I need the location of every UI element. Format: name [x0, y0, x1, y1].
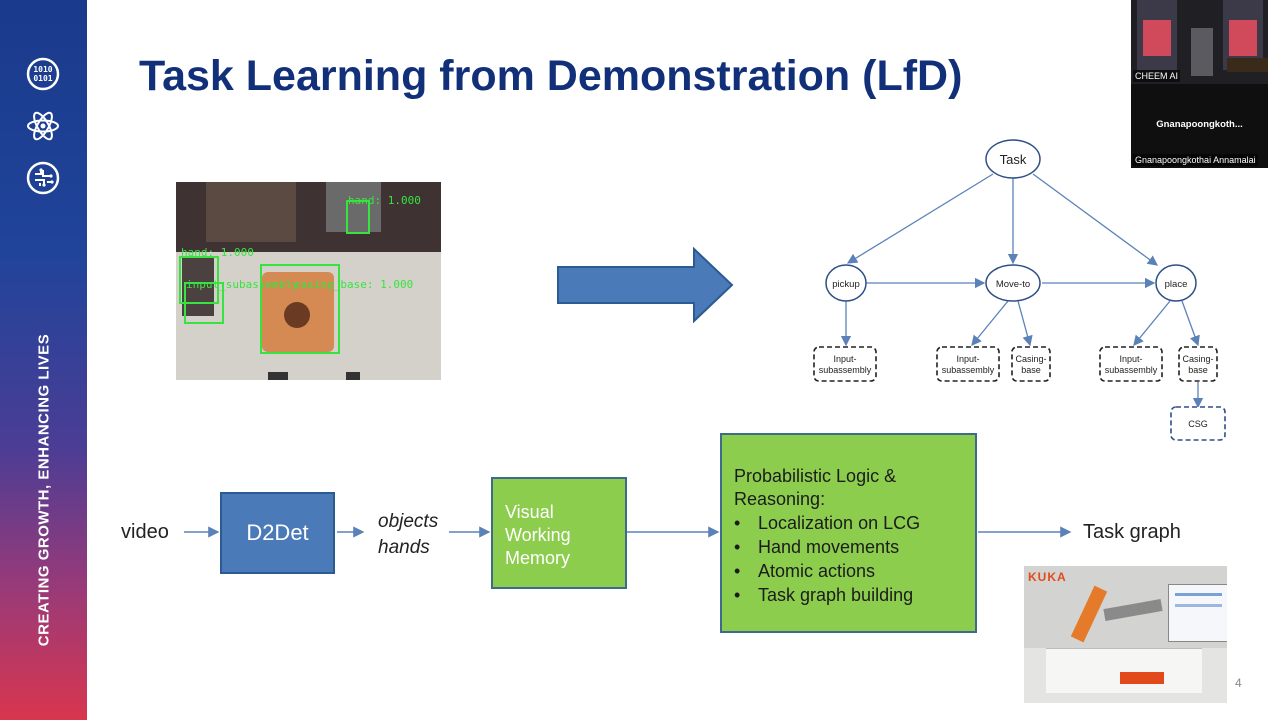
graph-leaf-label-line: Casing-	[1015, 354, 1046, 364]
graph-leaf-label-line: base	[1021, 365, 1041, 375]
d2det-box: D2Det	[220, 492, 335, 574]
graph-leaf-label-line: subassembly	[942, 365, 995, 375]
graph-node-task	[985, 139, 1041, 179]
outputs-hands: hands	[378, 537, 430, 558]
detection-label: hand: 1.000	[181, 246, 254, 259]
atom-icon	[27, 111, 59, 141]
detection-label: hand: 1.000	[348, 194, 421, 207]
svg-text:0101: 0101	[33, 74, 52, 83]
graph-edge	[1181, 300, 1200, 347]
graph-leaf-label-line: Casing-	[1182, 354, 1213, 364]
graph-edge	[1017, 300, 1033, 347]
detection-box-input-subassembly	[184, 282, 224, 324]
slide-title: Task Learning from Demonstration (LfD)	[139, 52, 963, 100]
banner-graphic	[1143, 20, 1171, 56]
photo-screen	[1168, 584, 1227, 642]
graph-leaf-node	[1011, 346, 1051, 382]
brand-sidebar: 1010 0101 CREATING GROWTH, ENHANCING LIV…	[0, 0, 87, 720]
outputs-objects: objects	[378, 511, 439, 532]
graph-edge	[1133, 300, 1171, 347]
graph-node-task-label: Task	[1000, 152, 1027, 167]
table-part	[1120, 672, 1164, 684]
graph-leaf-node	[936, 346, 1000, 382]
graph-leaf-label: Casing-base	[1015, 354, 1046, 375]
person-torso	[206, 182, 296, 242]
podium	[1227, 58, 1268, 72]
robot-table	[1046, 648, 1202, 693]
person-arm	[326, 182, 381, 232]
graph-leaf-label-line: Input-	[833, 354, 856, 364]
pipeline-outputs: objects hands	[378, 509, 438, 561]
graph-leaf-label: Casing-base	[1182, 354, 1213, 375]
detection-label: input_subassembly	[186, 278, 299, 291]
graph-node-move-to	[985, 264, 1041, 302]
graph-leaf-label: Input-subassembly	[819, 354, 872, 375]
detection-box-casing-base	[260, 264, 340, 354]
graph-edge	[1032, 173, 1159, 266]
graph-edge	[971, 300, 1009, 347]
graph-leaf-label-line: Input-	[956, 354, 979, 364]
graph-leaf-node	[1178, 346, 1218, 382]
casing-hole	[284, 302, 310, 328]
graph-leaf-label: Input-subassembly	[942, 354, 995, 375]
logic-item: Atomic actions	[734, 559, 975, 583]
svg-text:1010: 1010	[33, 65, 52, 74]
graph-node-label: Move-to	[996, 279, 1030, 290]
presenter-figure	[1191, 28, 1213, 76]
participant-name-center: Gnanapoongkoth...	[1156, 119, 1243, 130]
sidebar-slogan: CREATING GROWTH, ENHANCING LIVES	[35, 333, 53, 647]
logic-item: Localization on LCG	[734, 511, 975, 535]
graph-node-place	[1155, 264, 1197, 302]
presenter-video-tile[interactable]: CHEEM AI	[1131, 0, 1268, 84]
task-graph-diagram: Task pickup Move-to place Input-subassem…	[813, 139, 1226, 441]
pipeline-result-label: Task graph	[1083, 521, 1181, 543]
logic-list: Localization on LCG Hand movements Atomi…	[734, 511, 975, 607]
banner-graphic	[1229, 20, 1257, 56]
tool-object	[346, 372, 360, 380]
graph-leaf-csg	[1170, 406, 1226, 441]
participant-tile[interactable]: Gnanapoongkoth... Gnanapoongkothai Annam…	[1131, 84, 1268, 168]
presenter-tile-label: CHEEM AI	[1133, 70, 1181, 82]
visual-working-memory-box: Visual Working Memory	[491, 477, 627, 589]
graph-leaf-csg-label: CSG	[1188, 419, 1208, 429]
hand-object	[182, 256, 214, 316]
graph-node-label: place	[1165, 279, 1188, 290]
binary-icon: 1010 0101	[26, 57, 60, 91]
graph-node-label: pickup	[832, 279, 859, 290]
graph-leaf-label-line: subassembly	[1105, 365, 1158, 375]
logic-item: Task graph building	[734, 583, 975, 607]
detection-label: casing_base: 1.000	[294, 278, 414, 291]
graph-leaf-label-line: Input-	[1119, 354, 1142, 364]
detection-box-hand	[179, 256, 219, 304]
graph-leaf-node	[813, 346, 877, 382]
brain-circuit-icon	[26, 161, 60, 195]
graph-edge	[846, 173, 994, 264]
graph-node-pickup	[825, 264, 867, 302]
graph-leaf-label-line: subassembly	[819, 365, 872, 375]
detection-box-hand	[346, 200, 370, 234]
logic-title: Probabilistic Logic & Reasoning:	[734, 466, 897, 509]
detection-frame-image: hand: 1.000 hand: 1.000 input_subassembl…	[176, 182, 441, 380]
pipeline-input-label: video	[121, 521, 169, 543]
kuka-logo: KUKA	[1028, 570, 1067, 584]
robot-photo: KUKA	[1024, 566, 1227, 703]
participant-tile-label: Gnanapoongkothai Annamalai	[1133, 154, 1258, 166]
graph-leaf-label: Input-subassembly	[1105, 354, 1158, 375]
logic-item: Hand movements	[734, 535, 975, 559]
right-arrow-icon	[557, 246, 734, 324]
logic-reasoning-box: Probabilistic Logic & Reasoning: Localiz…	[720, 433, 977, 633]
tool-object	[268, 372, 288, 380]
page-number: 4	[1235, 676, 1242, 690]
graph-leaf-label-line: base	[1188, 365, 1208, 375]
graph-leaf-node	[1099, 346, 1163, 382]
